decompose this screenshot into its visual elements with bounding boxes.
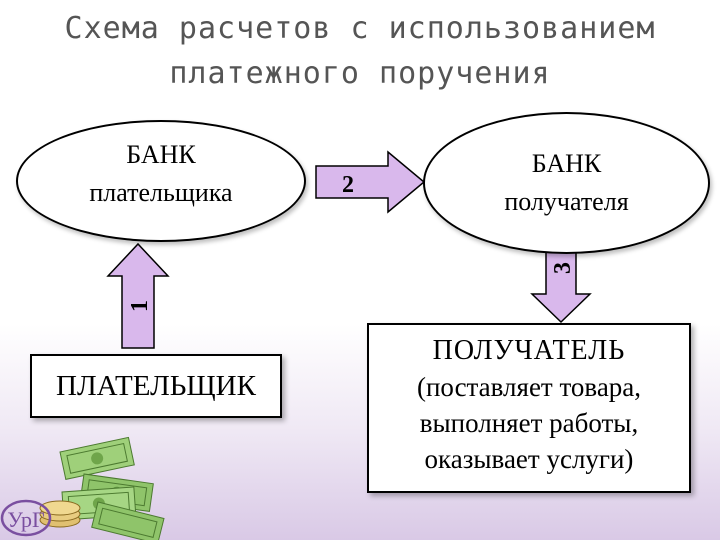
arrow-2-shape	[315, 150, 426, 214]
title-line-2: платежного поручения	[169, 56, 551, 91]
arrow-1-shape	[106, 242, 170, 349]
svg-text:УрГ: УрГ	[7, 507, 45, 532]
recipient-node: ПОЛУЧАТЕЛЬ (поставляет товара, выполняет…	[367, 323, 691, 493]
arrow-2-label: 2	[342, 172, 354, 198]
bank-payer-line-2: плательщика	[89, 178, 233, 207]
recipient-label: ПОЛУЧАТЕЛЬ	[432, 335, 626, 366]
money-stack-icon	[39, 436, 165, 540]
arrow-step-2: 2	[315, 150, 426, 214]
title-line-1: Схема расчетов с использованием	[64, 11, 656, 46]
recipient-desc-1: (поставляет товара,	[416, 372, 642, 402]
arrow-3-label: 3	[550, 262, 576, 274]
recipient-desc-3: оказывает услуги)	[424, 444, 634, 474]
logo-icon: УрГ	[0, 499, 52, 537]
page-title: Схема расчетов с использованием платежно…	[0, 6, 720, 96]
arrow-step-1: 1	[106, 242, 170, 349]
bank-recipient-line-2: получателя	[504, 187, 629, 216]
arrow-1-label: 1	[127, 300, 153, 312]
bank-recipient-line-1: БАНК	[531, 149, 602, 178]
bank-payer-node: БАНК плательщика	[16, 120, 306, 242]
payer-label: ПЛАТЕЛЬЩИК	[56, 370, 256, 402]
bank-payer-line-1: БАНК	[126, 140, 196, 169]
bank-recipient-node: БАНК получателя	[423, 112, 710, 254]
payer-node: ПЛАТЕЛЬЩИК	[30, 354, 282, 418]
recipient-desc-2: выполняет работы,	[419, 408, 639, 438]
